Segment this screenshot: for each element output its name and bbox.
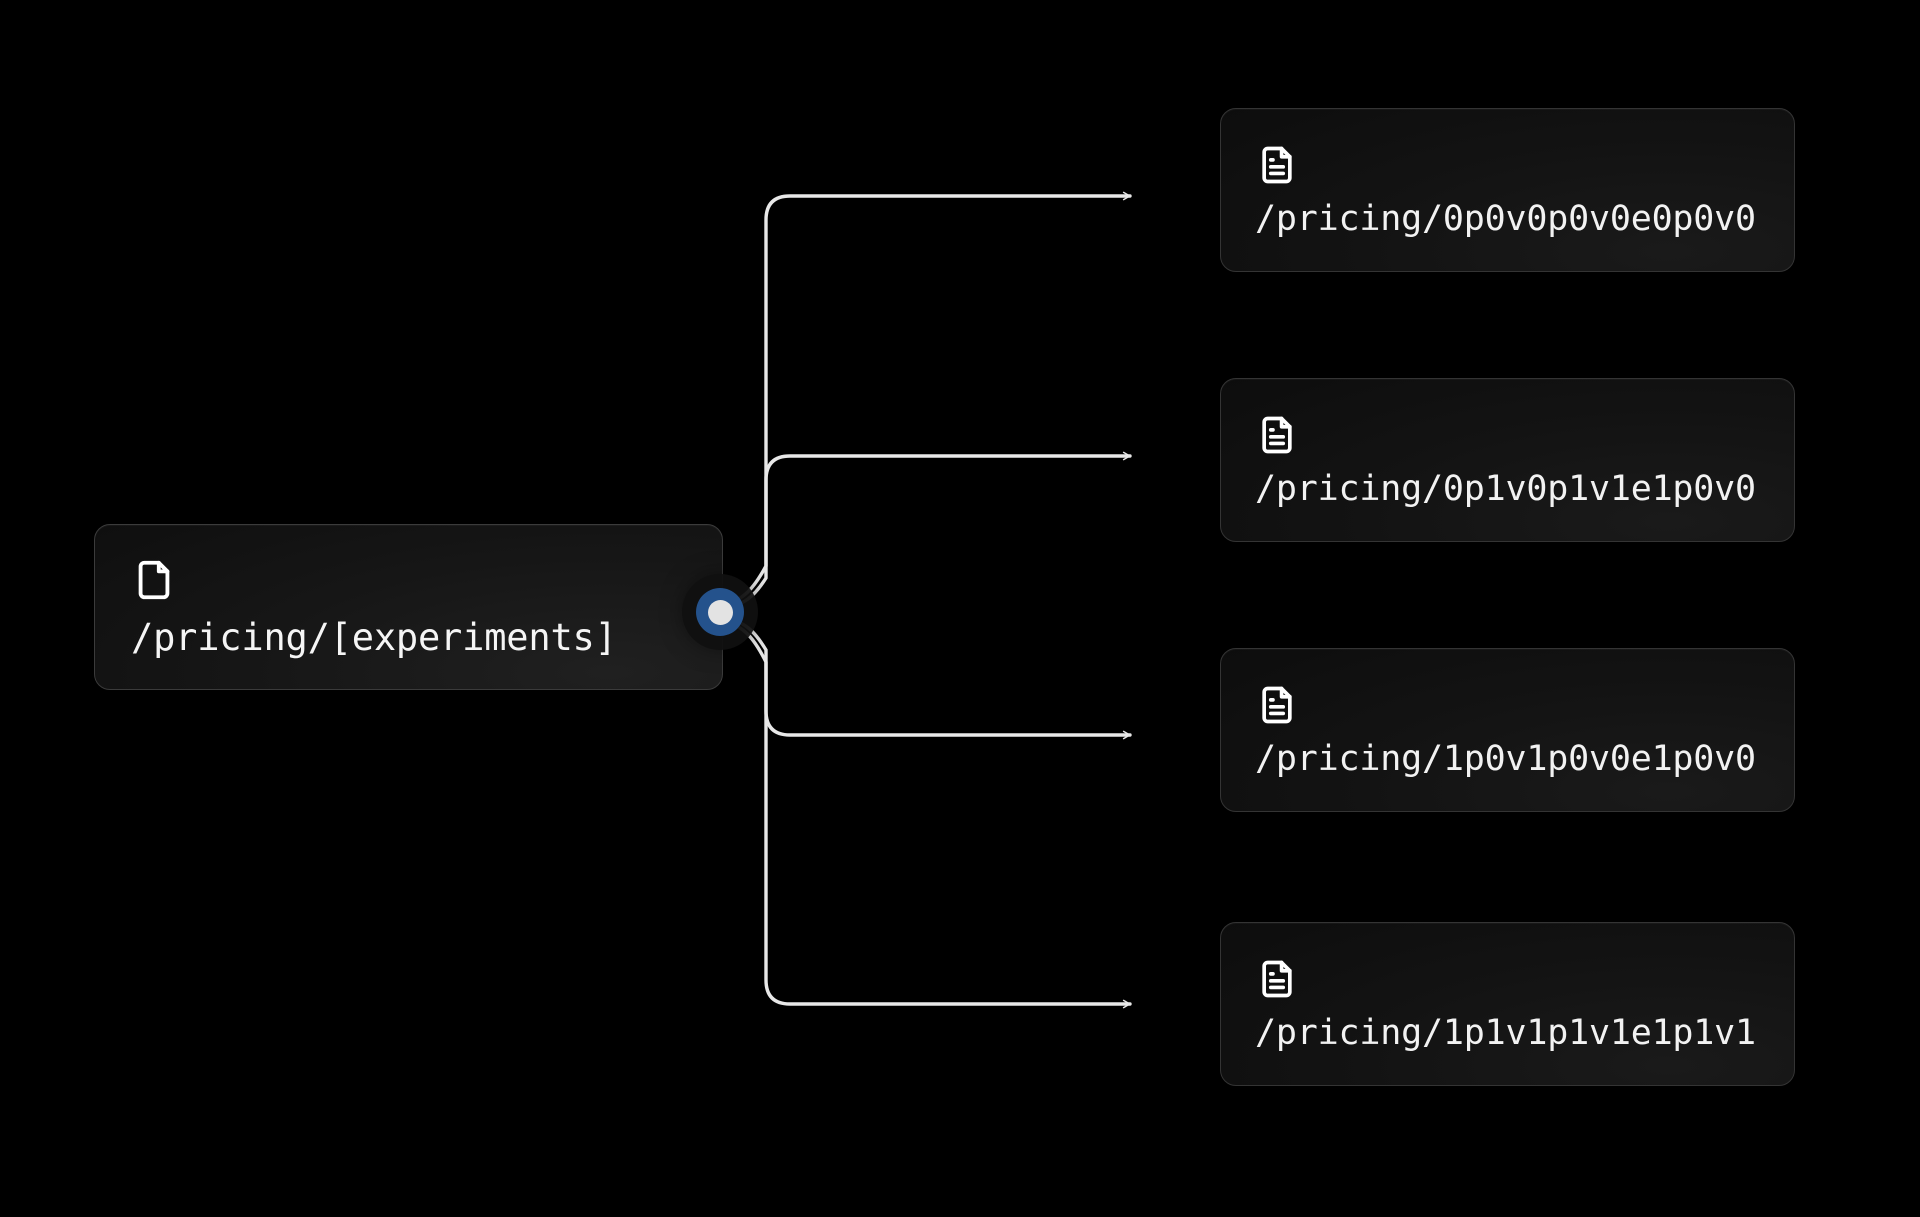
document-text-icon bbox=[1262, 960, 1292, 997]
source-node-label: /pricing/[experiments] bbox=[131, 615, 617, 659]
target-node-2-label: /pricing/0p1v0p1v1e1p0v0 bbox=[1255, 468, 1756, 509]
document-icon bbox=[138, 560, 170, 599]
document-text-icon bbox=[1262, 416, 1292, 453]
target-node-4-label: /pricing/1p1v1p1v1e1p1v1 bbox=[1255, 1012, 1756, 1053]
document-text-icon bbox=[1262, 146, 1292, 183]
target-node-3-label: /pricing/1p0v1p0v0e1p0v0 bbox=[1255, 738, 1756, 779]
target-node-4[interactable]: /pricing/1p1v1p1v1e1p1v1 bbox=[1220, 922, 1795, 1086]
target-node-2[interactable]: /pricing/0p1v0p1v1e1p0v0 bbox=[1220, 378, 1795, 542]
target-node-3[interactable]: /pricing/1p0v1p0v0e1p0v0 bbox=[1220, 648, 1795, 812]
edge-path-1[interactable] bbox=[720, 191, 1132, 608]
target-node-1[interactable]: /pricing/0p0v0p0v0e0p0v0 bbox=[1220, 108, 1795, 272]
edge-path-3[interactable] bbox=[720, 615, 1132, 740]
target-node-1-label: /pricing/0p0v0p0v0e0p0v0 bbox=[1255, 198, 1756, 239]
source-output-handle[interactable] bbox=[696, 588, 744, 636]
document-text-icon bbox=[1262, 686, 1292, 723]
edge-path-4[interactable] bbox=[720, 618, 1132, 1009]
edge-path-2[interactable] bbox=[720, 451, 1132, 611]
source-node[interactable]: /pricing/[experiments] bbox=[94, 524, 723, 690]
